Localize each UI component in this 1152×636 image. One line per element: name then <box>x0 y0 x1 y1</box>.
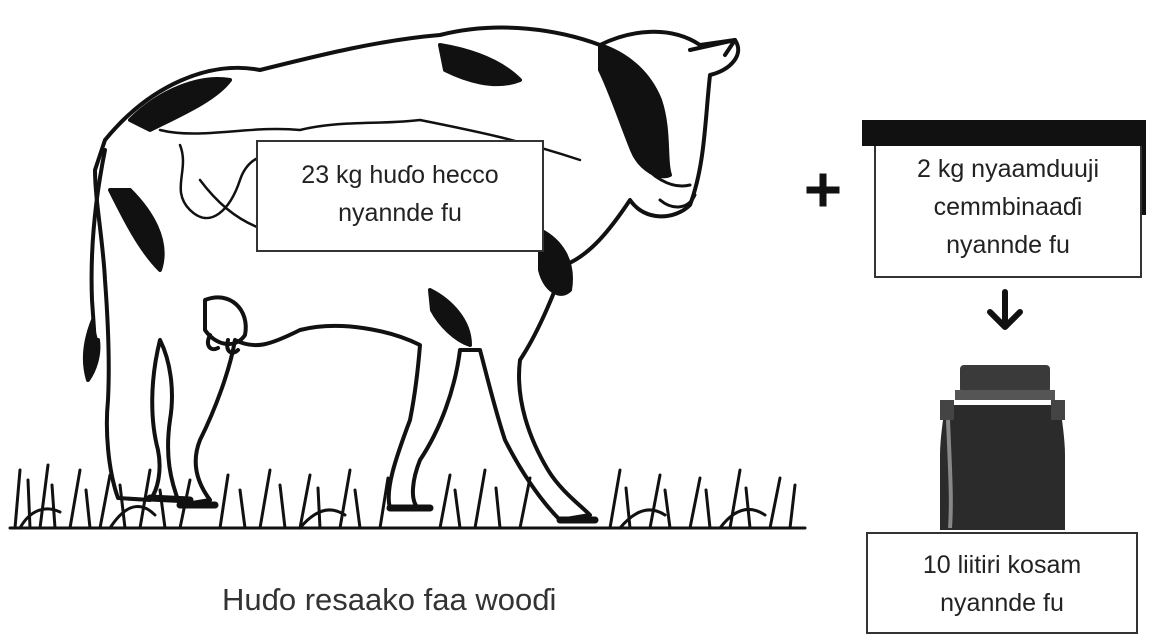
milk-line1: 10 liitiri kosam <box>922 551 1082 579</box>
grass-illustration <box>8 463 807 530</box>
milk-yield-label: 10 liitiri kosam nyannde fu <box>866 532 1138 634</box>
figure-caption: Huɗo resaako faa wooɗi <box>222 582 557 617</box>
milk-can-icon <box>940 365 1065 530</box>
concentrate-line3: nyannde fu <box>946 231 1070 259</box>
milk-line2: nyannde fu <box>940 589 1064 617</box>
concentrate-feed-label: 2 kg nyaamduuji cemmbinaaɗi nyannde fu <box>874 146 1142 278</box>
concentrate-line2: cemmbinaaɗi <box>933 193 1083 221</box>
plus-icon <box>806 173 840 207</box>
cow-feed-line2: nyannde fu <box>338 199 462 227</box>
cow-feed-label: 23 kg huɗo hecco nyannde fu <box>256 140 544 252</box>
cow-feed-line1: 23 kg huɗo hecco <box>301 161 499 189</box>
concentrate-box-accent <box>862 120 1146 146</box>
down-arrow-icon <box>987 289 1023 330</box>
cow-illustration <box>82 25 741 524</box>
concentrate-line1: 2 kg nyaamduuji <box>916 155 1100 183</box>
